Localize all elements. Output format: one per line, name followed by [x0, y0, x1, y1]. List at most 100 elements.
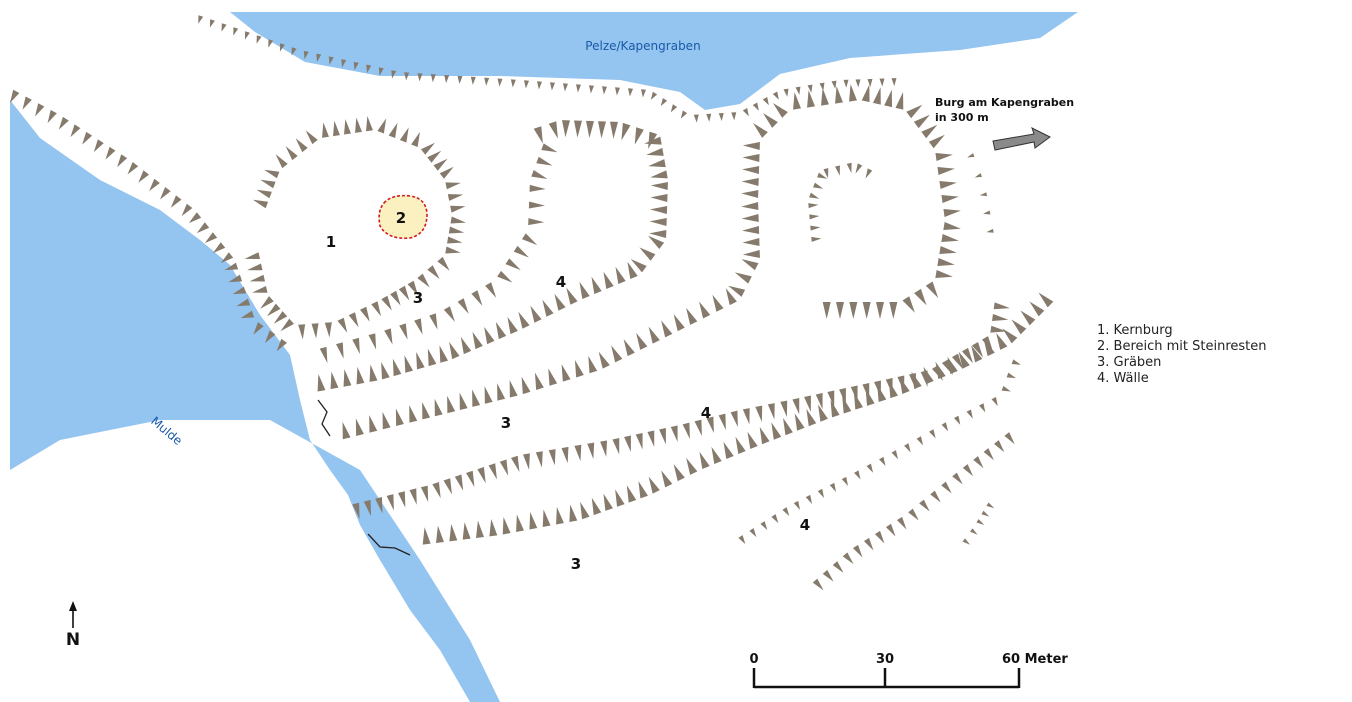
hachure-tick	[1004, 432, 1015, 445]
hachure-tick	[188, 212, 202, 224]
hachure-tick	[341, 59, 347, 68]
hachure-tick	[505, 258, 521, 271]
hachure-tick	[511, 455, 520, 473]
hachure-tick	[398, 285, 410, 301]
hachure-tick	[718, 413, 726, 431]
hachure-tick	[399, 127, 409, 143]
hachure-tick	[579, 281, 590, 300]
hachure-tick	[623, 339, 635, 357]
hachure-tick	[337, 317, 348, 333]
hachure-tick	[562, 120, 570, 138]
hachure-tick	[366, 115, 373, 132]
hachure-tick	[472, 389, 481, 407]
hachure-tick	[445, 246, 461, 254]
hachure-tick	[319, 346, 328, 364]
hachure-tick	[369, 415, 378, 433]
hachure-tick	[497, 78, 503, 87]
hachure-tick	[941, 195, 959, 203]
hachure-tick	[935, 270, 953, 278]
hachure-tick	[502, 517, 511, 535]
hachure-tick	[874, 530, 885, 544]
stream-label: Pelze/Kapengraben	[585, 39, 700, 53]
hachure-tick	[409, 488, 417, 505]
hachure-tick	[524, 80, 529, 89]
hachure-tick	[865, 168, 873, 179]
hachure-tick	[930, 490, 941, 503]
hachure-tick	[648, 159, 666, 168]
hachure-tick	[576, 84, 581, 93]
hachure-tick	[1020, 310, 1036, 326]
hachure-tick	[815, 393, 823, 410]
hachure-tick	[561, 446, 569, 464]
hachure-tick	[264, 169, 280, 179]
hachure-tick	[644, 136, 662, 145]
legend: 1. Kernburg 2. Bereich mit Steinresten 3…	[1097, 323, 1267, 387]
hachure-tick	[649, 230, 667, 238]
hachure-tick	[899, 376, 910, 395]
hachure-tick	[353, 61, 359, 71]
hachure-tick	[855, 163, 863, 174]
hachure-tick	[430, 74, 436, 83]
hachure-tick	[636, 332, 648, 350]
hachure-tick	[780, 400, 788, 417]
hachure-tick	[891, 78, 897, 87]
hachure-tick	[93, 139, 104, 153]
hachure-tick	[937, 258, 955, 266]
hachure-tick	[427, 348, 437, 367]
hachure-tick	[395, 408, 404, 426]
hachure-tick	[673, 464, 685, 482]
hachure-tick	[647, 430, 655, 447]
hachure-tick	[639, 247, 656, 261]
hachure-tick	[443, 478, 452, 495]
hachure-tick	[476, 520, 484, 538]
hachure-tick	[615, 489, 625, 507]
hachure-tick	[352, 337, 360, 355]
hachure-tick	[536, 156, 553, 166]
hachure-tick	[159, 187, 171, 200]
hachure-tick	[809, 192, 820, 199]
hachure-tick	[522, 453, 530, 470]
hachure-tick	[822, 302, 831, 319]
hachure-tick	[725, 288, 737, 306]
hachure-tick	[280, 318, 294, 332]
hachure-tick	[586, 120, 594, 138]
hachure-tick	[792, 398, 800, 415]
hachure-tick	[939, 246, 957, 254]
hachure-tick	[149, 178, 160, 192]
hachure-tick	[22, 96, 32, 110]
hachure-tick	[941, 234, 959, 242]
hachure-tick	[460, 336, 472, 355]
hachure-tick	[105, 146, 116, 160]
hachure-tick	[752, 122, 768, 138]
hachure-tick	[256, 189, 272, 199]
hachure-tick	[889, 302, 898, 319]
hachure-tick	[450, 205, 466, 213]
hachure-tick	[427, 265, 440, 280]
hachure-tick	[569, 504, 578, 522]
hachure-tick	[735, 436, 746, 455]
hachure-tick	[247, 263, 263, 271]
hachure-tick	[767, 403, 775, 420]
hachure-tick	[497, 270, 513, 283]
hachure-tick	[830, 399, 840, 418]
hachure-tick	[516, 514, 524, 532]
hachure-tick	[947, 356, 958, 375]
hachure-tick	[941, 422, 949, 432]
hachure-tick	[879, 78, 885, 87]
hachure-tick	[220, 252, 234, 264]
hachure-tick	[381, 361, 390, 380]
hachure-tick	[610, 121, 618, 139]
hachure-tick	[794, 413, 805, 431]
hachure-tick	[528, 201, 545, 209]
hachure-tick	[513, 245, 529, 258]
hachure-tick	[409, 405, 418, 423]
hachure-tick	[602, 86, 607, 95]
hachure-tick	[986, 502, 995, 509]
water-bodies	[10, 12, 1078, 702]
legend-item-stone-area: 2. Bereich mit Steinresten	[1097, 339, 1267, 354]
hachure-tick	[392, 358, 402, 377]
hachure-tick	[822, 569, 834, 582]
hachure-tick	[563, 83, 568, 92]
hachure-tick	[817, 172, 828, 179]
